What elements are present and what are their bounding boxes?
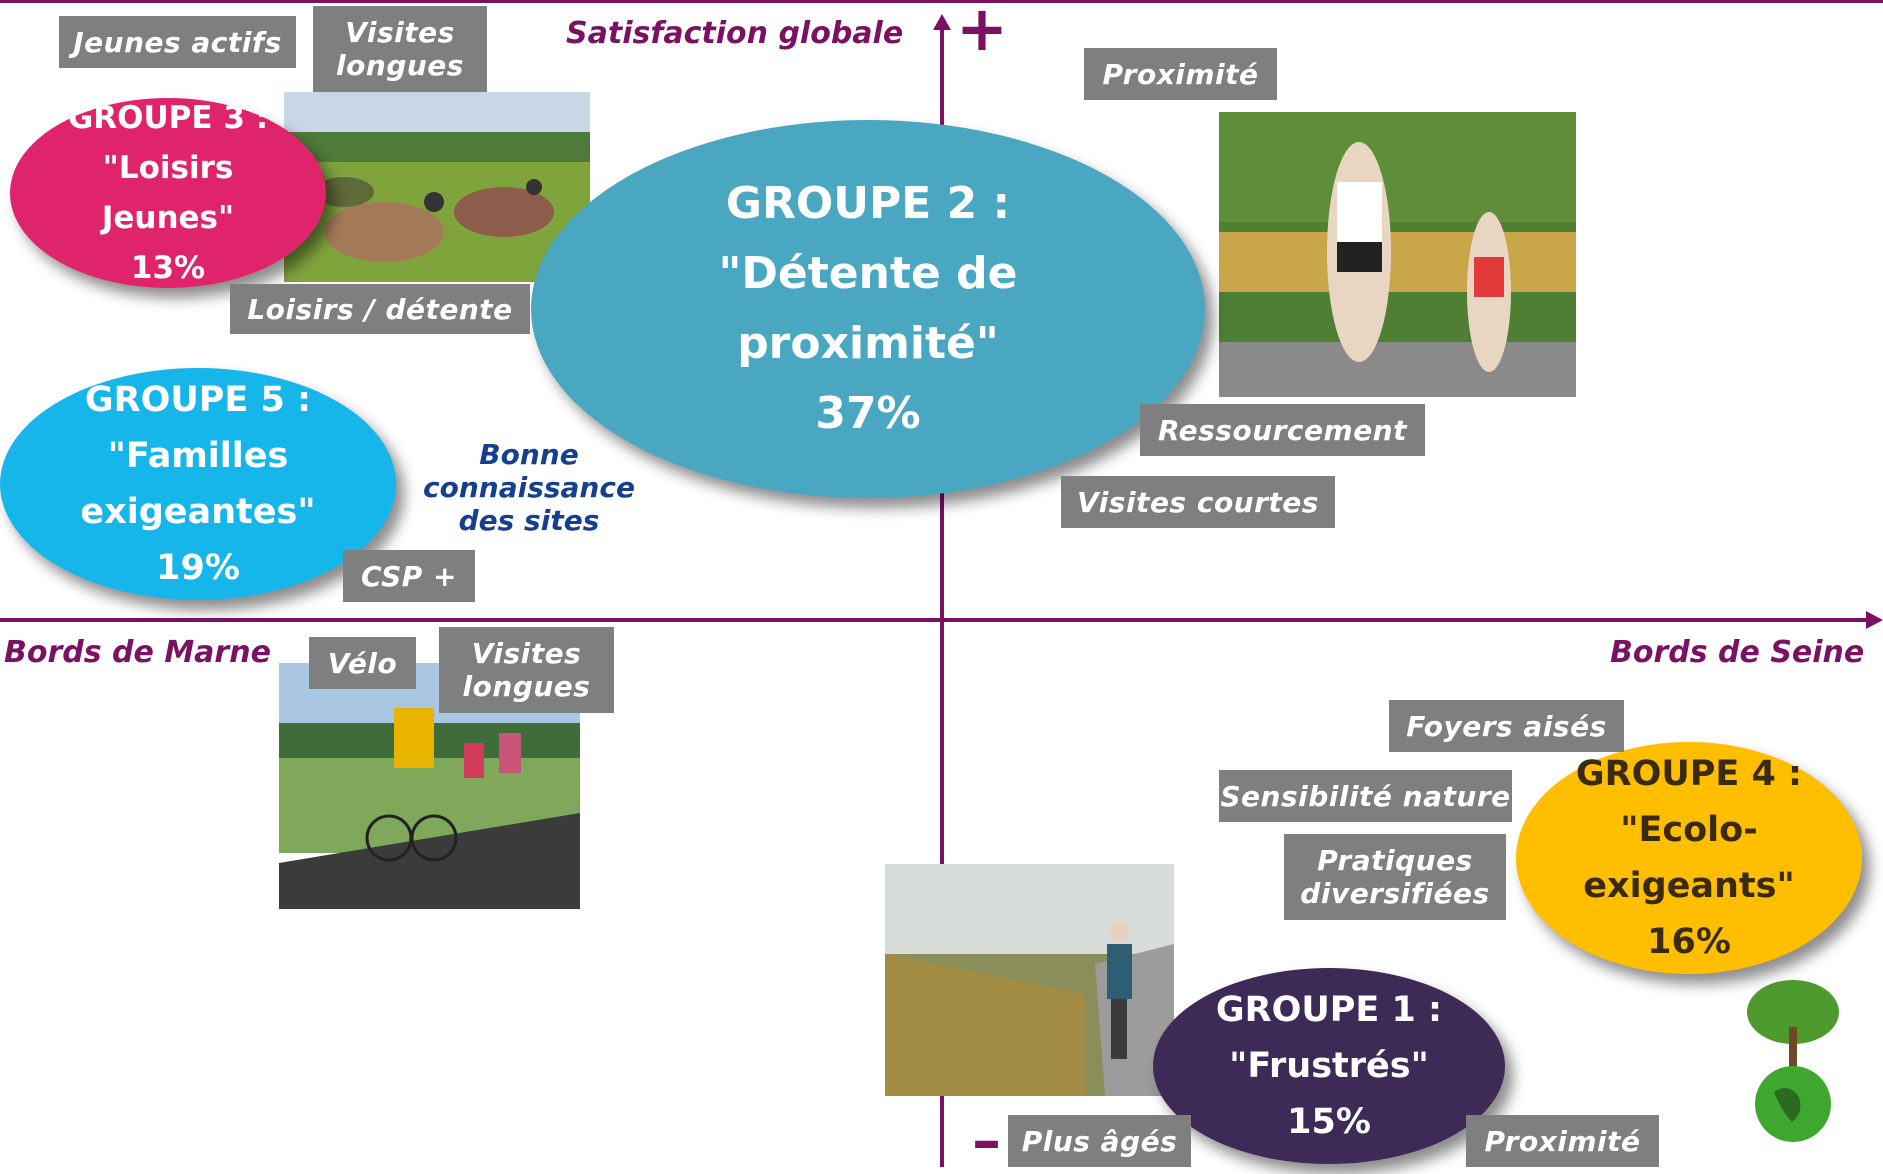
tag-velo: Vélo xyxy=(309,637,416,689)
top-border-line xyxy=(0,0,1883,3)
group-5-line1: "Familles xyxy=(107,436,289,476)
minus-sign: – xyxy=(972,1106,1001,1174)
tag-plus-ages: Plus âgés xyxy=(1008,1115,1191,1167)
tag-sensibilite-nature: Sensibilité nature xyxy=(1219,770,1512,822)
y-axis-label: Satisfaction globale xyxy=(566,16,904,51)
group-2-ellipse: GROUPE 2 : "Détente de proximité" 37% xyxy=(531,120,1205,498)
tag-pratiques-line1: Pratiques xyxy=(1317,844,1473,877)
group-4-percentage: 16% xyxy=(1647,922,1731,962)
group-3-line2: Jeunes" xyxy=(101,200,235,236)
group-1-line1: "Frustrés" xyxy=(1229,1046,1429,1086)
group-5-title: GROUPE 5 : xyxy=(84,380,312,420)
tag-jeunes-actifs: Jeunes actifs xyxy=(59,16,296,68)
elderly-walker-photo xyxy=(885,864,1174,1096)
group-1-percentage: 15% xyxy=(1287,1102,1371,1142)
group-1-title: GROUPE 1 : xyxy=(1215,990,1443,1030)
tag-csp-plus: CSP + xyxy=(343,550,475,602)
group-5-percentage: 19% xyxy=(156,548,240,588)
tag-ressourcement: Ressourcement xyxy=(1140,404,1425,456)
x-axis-left-label: Bords de Marne xyxy=(4,635,271,670)
group-3-percentage: 13% xyxy=(130,250,206,286)
group-3-ellipse: GROUPE 3 : "Loisirs Jeunes" 13% xyxy=(10,98,326,288)
tag-loisirs-detente: Loisirs / détente xyxy=(230,284,530,334)
vertical-axis-arrowhead xyxy=(933,14,951,30)
group-2-title: GROUPE 2 : xyxy=(725,178,1011,229)
group-2-line1: "Détente de xyxy=(718,248,1018,299)
tag-visites-longues-top-line2: longues xyxy=(336,49,464,82)
tag-visites-longues-top-line1: Visites xyxy=(345,16,455,49)
tag-foyers-aises: Foyers aisés xyxy=(1389,700,1624,752)
tag-pratiques-diversifiees: Pratiques diversifiées xyxy=(1284,834,1506,920)
group-4-ellipse: GROUPE 4 : "Ecolo- exigeants" 16% xyxy=(1516,742,1862,974)
x-axis-right-label: Bords de Seine xyxy=(1610,635,1865,670)
note-line2: connaissance xyxy=(423,471,635,504)
tag-visites-longues-top: Visites longues xyxy=(313,6,487,92)
group-4-line1: "Ecolo- xyxy=(1620,810,1758,850)
group-1-ellipse: GROUPE 1 : "Frustrés" 15% xyxy=(1153,968,1505,1164)
tag-proximite-bottom: Proximité xyxy=(1466,1115,1659,1167)
tag-visites-longues-bottom-line2: longues xyxy=(462,670,591,703)
group-5-line2: exigeantes" xyxy=(80,492,316,532)
park-picnic-photo xyxy=(284,92,590,282)
group-4-line2: exigeants" xyxy=(1583,866,1795,906)
tag-visites-longues-bottom-line1: Visites xyxy=(471,637,582,670)
group-3-title: GROUPE 3 : xyxy=(67,100,269,136)
note-line1: Bonne xyxy=(479,438,579,471)
group-3-line1: "Loisirs xyxy=(102,150,234,186)
horizontal-axis xyxy=(0,618,1868,622)
group-4-title: GROUPE 4 : xyxy=(1575,754,1803,794)
tag-visites-longues-bottom: Visites longues xyxy=(439,627,614,713)
tag-visites-courtes: Visites courtes xyxy=(1061,476,1335,528)
tag-proximite-top: Proximité xyxy=(1084,48,1277,100)
vertical-axis xyxy=(940,24,944,1167)
note-line3: des sites xyxy=(458,504,600,537)
group-2-percentage: 37% xyxy=(815,388,921,439)
tree-globe-icon xyxy=(1744,972,1842,1144)
group-2-line2: proximité" xyxy=(737,318,999,369)
tag-pratiques-line2: diversifiées xyxy=(1300,877,1490,910)
rollerblading-photo xyxy=(1219,112,1576,397)
group-5-ellipse: GROUPE 5 : "Familles exigeantes" 19% xyxy=(0,368,396,600)
plus-sign: + xyxy=(956,0,1008,65)
note-bonne-connaissance: Bonne connaissance des sites xyxy=(418,438,640,537)
horizontal-axis-arrowhead xyxy=(1866,611,1883,629)
